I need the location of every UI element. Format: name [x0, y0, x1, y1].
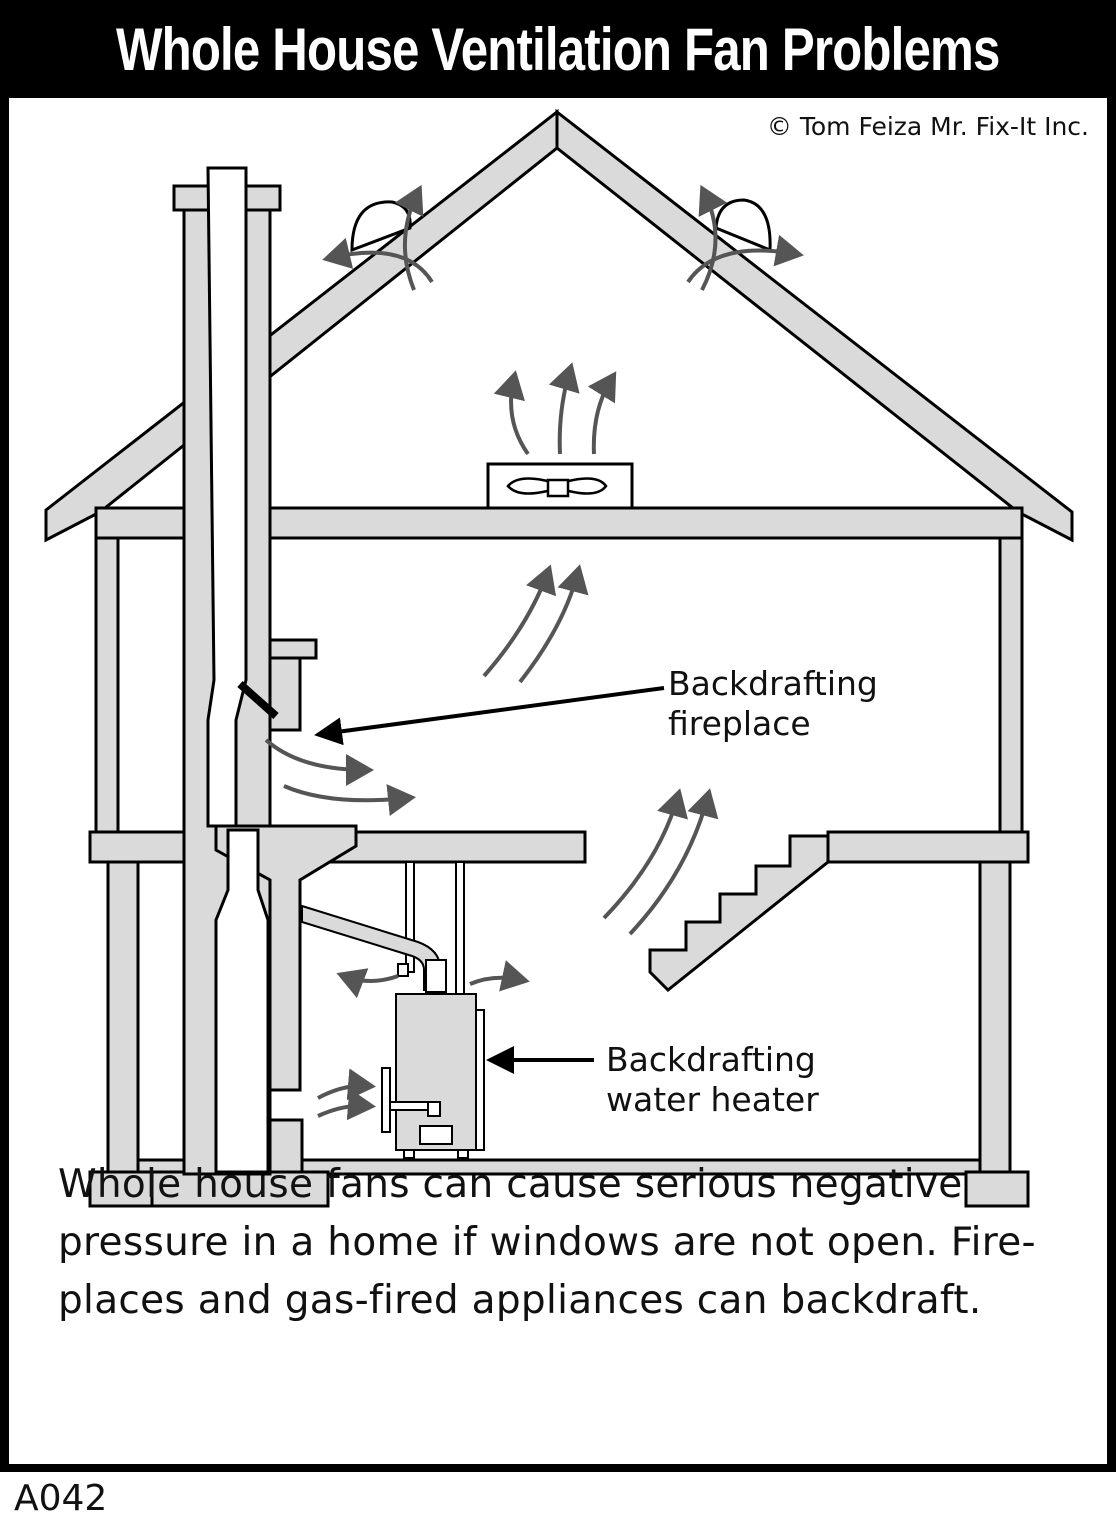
burner-access-panel: [419, 1125, 453, 1145]
second-floor-right: [826, 830, 1030, 864]
wall-left-upper: [94, 536, 120, 836]
fireplace-label-line1: Backdrafting: [668, 664, 878, 703]
water-pipe-right: [455, 861, 465, 995]
airflow-arrow: [698, 184, 728, 291]
wall-right-upper: [998, 536, 1024, 836]
fireplace-damper: [237, 681, 279, 719]
airflow-arrow: [394, 184, 424, 291]
ground-floor: [136, 1158, 982, 1176]
airflow-arrow: [264, 738, 374, 786]
airflow-arrow: [628, 788, 719, 936]
wall-left-lower: [106, 860, 140, 1176]
water-heater-label-line2: water heater: [606, 1080, 819, 1119]
gas-line: [381, 1067, 391, 1133]
heater-vent-pipe: [301, 904, 441, 991]
airflow-arrow: [518, 564, 589, 684]
house-cross-section-diagram: [44, 108, 1074, 1208]
water-heater-tank: [395, 993, 477, 1151]
airflow-arrow: [469, 960, 530, 992]
wall-right-lower: [978, 860, 1012, 1176]
water-pipe-left: [405, 861, 415, 973]
airflow-arrow: [482, 564, 557, 678]
shutoff-valve-icon: [397, 963, 409, 977]
page-title: Whole House Ventilation Fan Problems: [116, 15, 1000, 83]
airflow-arrow: [602, 788, 688, 920]
footing-right: [964, 1170, 1030, 1208]
airflow-arrow: [283, 784, 416, 816]
airflow-arrow: [322, 237, 434, 284]
draft-hood: [425, 959, 447, 993]
fireplace-label-line2: fireplace: [668, 704, 811, 743]
airflow-arrow: [317, 1068, 376, 1101]
airflow-arrow: [686, 234, 804, 284]
roof-rafter-right: [555, 108, 1074, 543]
footing-left: [88, 1170, 154, 1208]
fireplace-mass: [268, 656, 302, 732]
airflow-arrow: [317, 1088, 376, 1121]
staircase: [648, 834, 830, 993]
water-heater-label-line1: Backdrafting: [606, 1040, 816, 1079]
airflow-arrow: [336, 968, 399, 999]
fireplace-leader-arrow: [314, 686, 665, 746]
heater-foot-left: [403, 1149, 415, 1159]
ash-cleanout: [268, 1118, 304, 1174]
fireplace-shelf: [268, 638, 318, 660]
copyright-notice: © Tom Feiza Mr. Fix-It Inc.: [766, 112, 1089, 141]
caption-text: Whole house fans can cause serious negat…: [58, 1162, 1036, 1323]
gas-control-icon: [427, 1101, 441, 1117]
footing-chimney: [150, 1170, 330, 1208]
relief-pipe: [475, 1009, 485, 1151]
airflow-arrow: [548, 362, 580, 455]
airflow-arrow: [493, 370, 530, 456]
airflow-arrow: [587, 371, 617, 455]
lower-flue: [214, 828, 270, 1174]
heater-foot-right: [457, 1149, 469, 1159]
roof-rafter-left: [44, 108, 559, 543]
water-heater-label: Backdrafting water heater: [606, 1040, 819, 1120]
title-bar: Whole House Ventilation Fan Problems: [0, 0, 1116, 98]
chimney-flue: [206, 166, 248, 828]
illustration-code: A042: [14, 1478, 108, 1519]
fireplace-label: Backdrafting fireplace: [668, 664, 878, 744]
fan-motor-icon: [546, 478, 570, 498]
